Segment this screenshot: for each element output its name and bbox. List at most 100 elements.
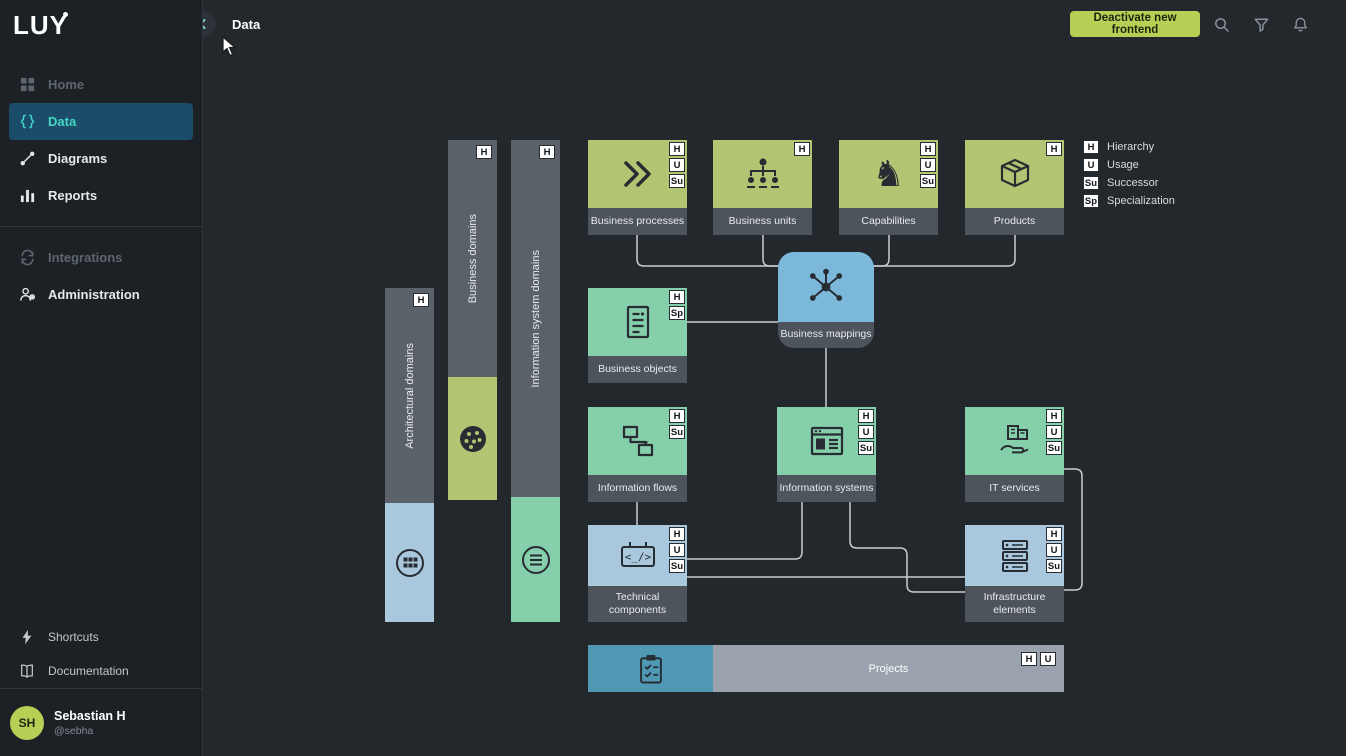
diagram-icon <box>18 150 36 168</box>
successor-badge: Su <box>1046 559 1062 573</box>
sidebar-spacer <box>0 313 202 620</box>
sidebar-item-shortcuts[interactable]: Shortcuts <box>0 620 202 654</box>
usage-badge: U <box>669 158 685 172</box>
successor-badge: Su <box>669 425 685 439</box>
sidebar-divider <box>0 226 202 227</box>
node-icon-area: H Su <box>588 407 687 475</box>
document-icon <box>626 305 649 339</box>
sidebar-item-administration[interactable]: Administration <box>0 276 202 313</box>
sidebar: LUY Home Data Diagrams <box>0 0 203 756</box>
search-icon[interactable] <box>1211 14 1231 34</box>
domain-architectural-domains[interactable]: Architectural domains H <box>385 288 434 622</box>
hierarchy-badge: H <box>1083 140 1099 154</box>
domain-business-domains[interactable]: Business domains H <box>448 140 497 500</box>
successor-badge: Su <box>669 174 685 188</box>
hierarchy-badge: H <box>1021 652 1037 666</box>
node-label: Business mappings <box>778 322 874 348</box>
org-chart-icon <box>746 158 779 188</box>
node-label: Technical components <box>588 586 687 622</box>
node-icon-area: H <box>965 140 1064 208</box>
node-it-services[interactable]: H U Su IT services <box>965 407 1064 502</box>
node-information-systems[interactable]: H U Su Information systems <box>777 407 876 502</box>
bar-chart-icon <box>18 187 36 205</box>
node-infrastructure-elements[interactable]: H U Su Infrastructure elements <box>965 525 1064 622</box>
filter-icon[interactable] <box>1251 14 1271 34</box>
node-icon-area: H U Su <box>965 525 1064 586</box>
hierarchy-badge: H <box>794 142 810 156</box>
sidebar-item-label: Documentation <box>48 664 129 678</box>
projects-icon-area <box>588 645 713 692</box>
user-meta: Sebastian H @sebha <box>54 709 126 737</box>
information-system-domains-icon <box>521 545 550 574</box>
hierarchy-badge: H <box>669 290 685 304</box>
node-projects[interactable]: Projects H U <box>588 645 1064 692</box>
sidebar-item-label: Shortcuts <box>48 630 99 644</box>
node-products[interactable]: H Products <box>965 140 1064 235</box>
usage-badge: U <box>858 425 874 439</box>
sidebar-item-home[interactable]: Home <box>0 66 202 103</box>
domain-information-system-domains[interactable]: Information system domains H <box>511 140 560 622</box>
usage-badge: U <box>920 158 936 172</box>
app-logo: LUY <box>13 10 68 40</box>
node-capabilities[interactable]: ♞ H U Su Capabilities <box>839 140 938 235</box>
node-icon-area <box>778 252 874 322</box>
shortcuts-icon <box>18 628 36 646</box>
node-icon-area: H <box>713 140 812 208</box>
successor-badge: Su <box>858 441 874 455</box>
node-information-flows[interactable]: H Su Information flows <box>588 407 687 502</box>
service-hand-icon <box>999 425 1028 454</box>
user-profile[interactable]: SH Sebastian H @sebha <box>0 688 202 756</box>
sidebar-item-data[interactable]: Data <box>9 103 193 140</box>
process-chevrons-icon <box>623 161 651 187</box>
node-business-processes[interactable]: H U Su Business processes <box>588 140 687 235</box>
domain-color-section <box>511 497 560 622</box>
projects-badges: H U <box>1021 652 1056 666</box>
application-window-icon <box>810 426 843 456</box>
node-label: Products <box>965 208 1064 235</box>
sidebar-item-documentation[interactable]: Documentation <box>0 654 202 688</box>
bell-icon[interactable] <box>1290 14 1310 34</box>
node-business-mappings[interactable]: Business mappings <box>778 252 874 348</box>
node-icon-area: H U Su <box>777 407 876 475</box>
server-stack-icon <box>1001 539 1028 572</box>
deactivate-frontend-button[interactable]: Deactivate new frontend <box>1070 11 1200 37</box>
domain-bar-body: Business domains <box>448 140 497 377</box>
hierarchy-badge: H <box>858 409 874 423</box>
sidebar-item-diagrams[interactable]: Diagrams <box>0 140 202 177</box>
data-model-diagram: Architectural domains H Business domains… <box>203 48 1346 756</box>
node-label: Information systems <box>777 475 876 502</box>
package-box-icon <box>1000 158 1029 188</box>
node-business-objects[interactable]: H Sp Business objects <box>588 288 687 383</box>
avatar: SH <box>10 705 44 740</box>
hierarchy-badge: H <box>669 527 685 541</box>
sidebar-item-integrations[interactable]: Integrations <box>0 239 202 276</box>
node-technical-components[interactable]: <_/> H U Su Technical components <box>588 525 687 622</box>
usage-badge: U <box>1046 425 1062 439</box>
book-icon <box>18 662 36 680</box>
node-label: Business objects <box>588 356 687 383</box>
hierarchy-badge: H <box>413 293 429 307</box>
logo-dot <box>63 12 68 17</box>
domain-bar-body: Architectural domains <box>385 288 434 503</box>
successor-badge: Su <box>669 559 685 573</box>
sidebar-item-label: Administration <box>48 287 140 302</box>
clipboard-checklist-icon <box>639 654 662 683</box>
user-name: Sebastian H <box>54 708 126 723</box>
sidebar-item-reports[interactable]: Reports <box>0 177 202 214</box>
node-icon-area: H U Su <box>965 407 1064 475</box>
hierarchy-badge: H <box>1046 409 1062 423</box>
legend-item-specialization: Sp Specialization <box>1083 194 1175 208</box>
sidebar-item-label: Diagrams <box>48 151 108 166</box>
node-label: Capabilities <box>839 208 938 235</box>
hierarchy-badge: H <box>1046 142 1062 156</box>
domain-label: Business domains <box>466 213 479 304</box>
node-label: Infrastructure elements <box>965 586 1064 622</box>
hierarchy-badge: H <box>1046 527 1062 541</box>
node-label: Information flows <box>588 475 687 502</box>
svg-text:<_/>: <_/> <box>624 550 651 563</box>
node-business-units[interactable]: H Business units <box>713 140 812 235</box>
architectural-domains-icon <box>395 548 424 577</box>
projects-bar-body: Projects H U <box>713 645 1064 692</box>
legend-item-successor: Su Successor <box>1083 176 1159 190</box>
usage-badge: U <box>1040 652 1056 666</box>
